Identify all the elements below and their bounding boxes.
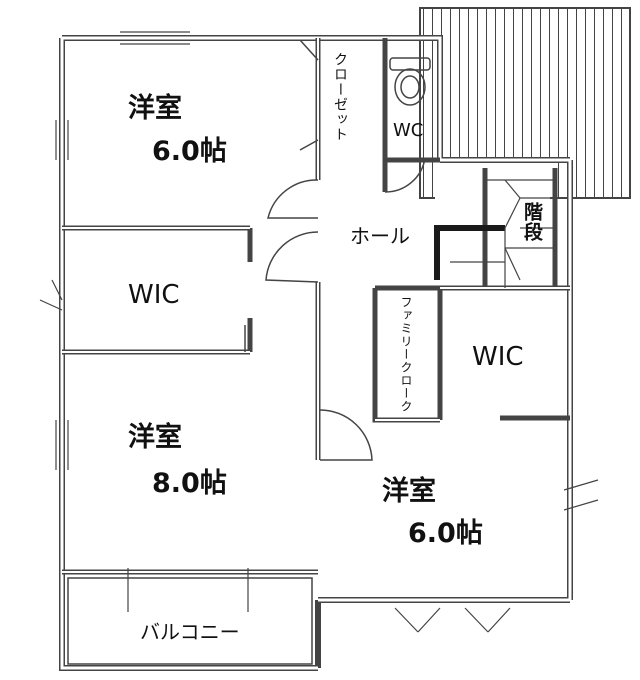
- room-name-stairs: 階段: [521, 202, 543, 242]
- room-name-west-bottom: 洋室: [128, 422, 182, 453]
- room-name-closet: クローゼット: [332, 52, 348, 142]
- room-name-balcony: バルコニー: [140, 620, 240, 644]
- room-name-wc: WC: [393, 120, 424, 141]
- roof-deck: [419, 7, 631, 200]
- room-size-west-top: 6.0帖: [152, 136, 227, 167]
- door-wic-left: [265, 231, 319, 283]
- exterior-walls-inner: [60, 36, 572, 670]
- room-size-east: 6.0帖: [408, 518, 483, 549]
- room-name-wic-right: WIC: [472, 342, 524, 372]
- room-name-wic-left: WIC: [128, 280, 180, 310]
- room-size-west-bottom: 8.0帖: [152, 468, 227, 499]
- balcony-floor: [67, 577, 313, 665]
- window-marks: [39, 31, 599, 633]
- room-name-east: 洋室: [382, 476, 436, 507]
- room-name-family-closet: ファミリークローク: [399, 296, 413, 413]
- door-wc: [384, 157, 426, 193]
- room-name-west-top: 洋室: [128, 93, 182, 124]
- door-bedroom-bottom: [319, 409, 373, 461]
- stair-handrail-wall: [434, 225, 505, 280]
- doors: [244, 39, 426, 461]
- room-name-hall: ホール: [350, 224, 410, 248]
- toilet: [389, 57, 431, 106]
- staircase: [450, 179, 555, 288]
- door-bedroom-top: [267, 179, 319, 219]
